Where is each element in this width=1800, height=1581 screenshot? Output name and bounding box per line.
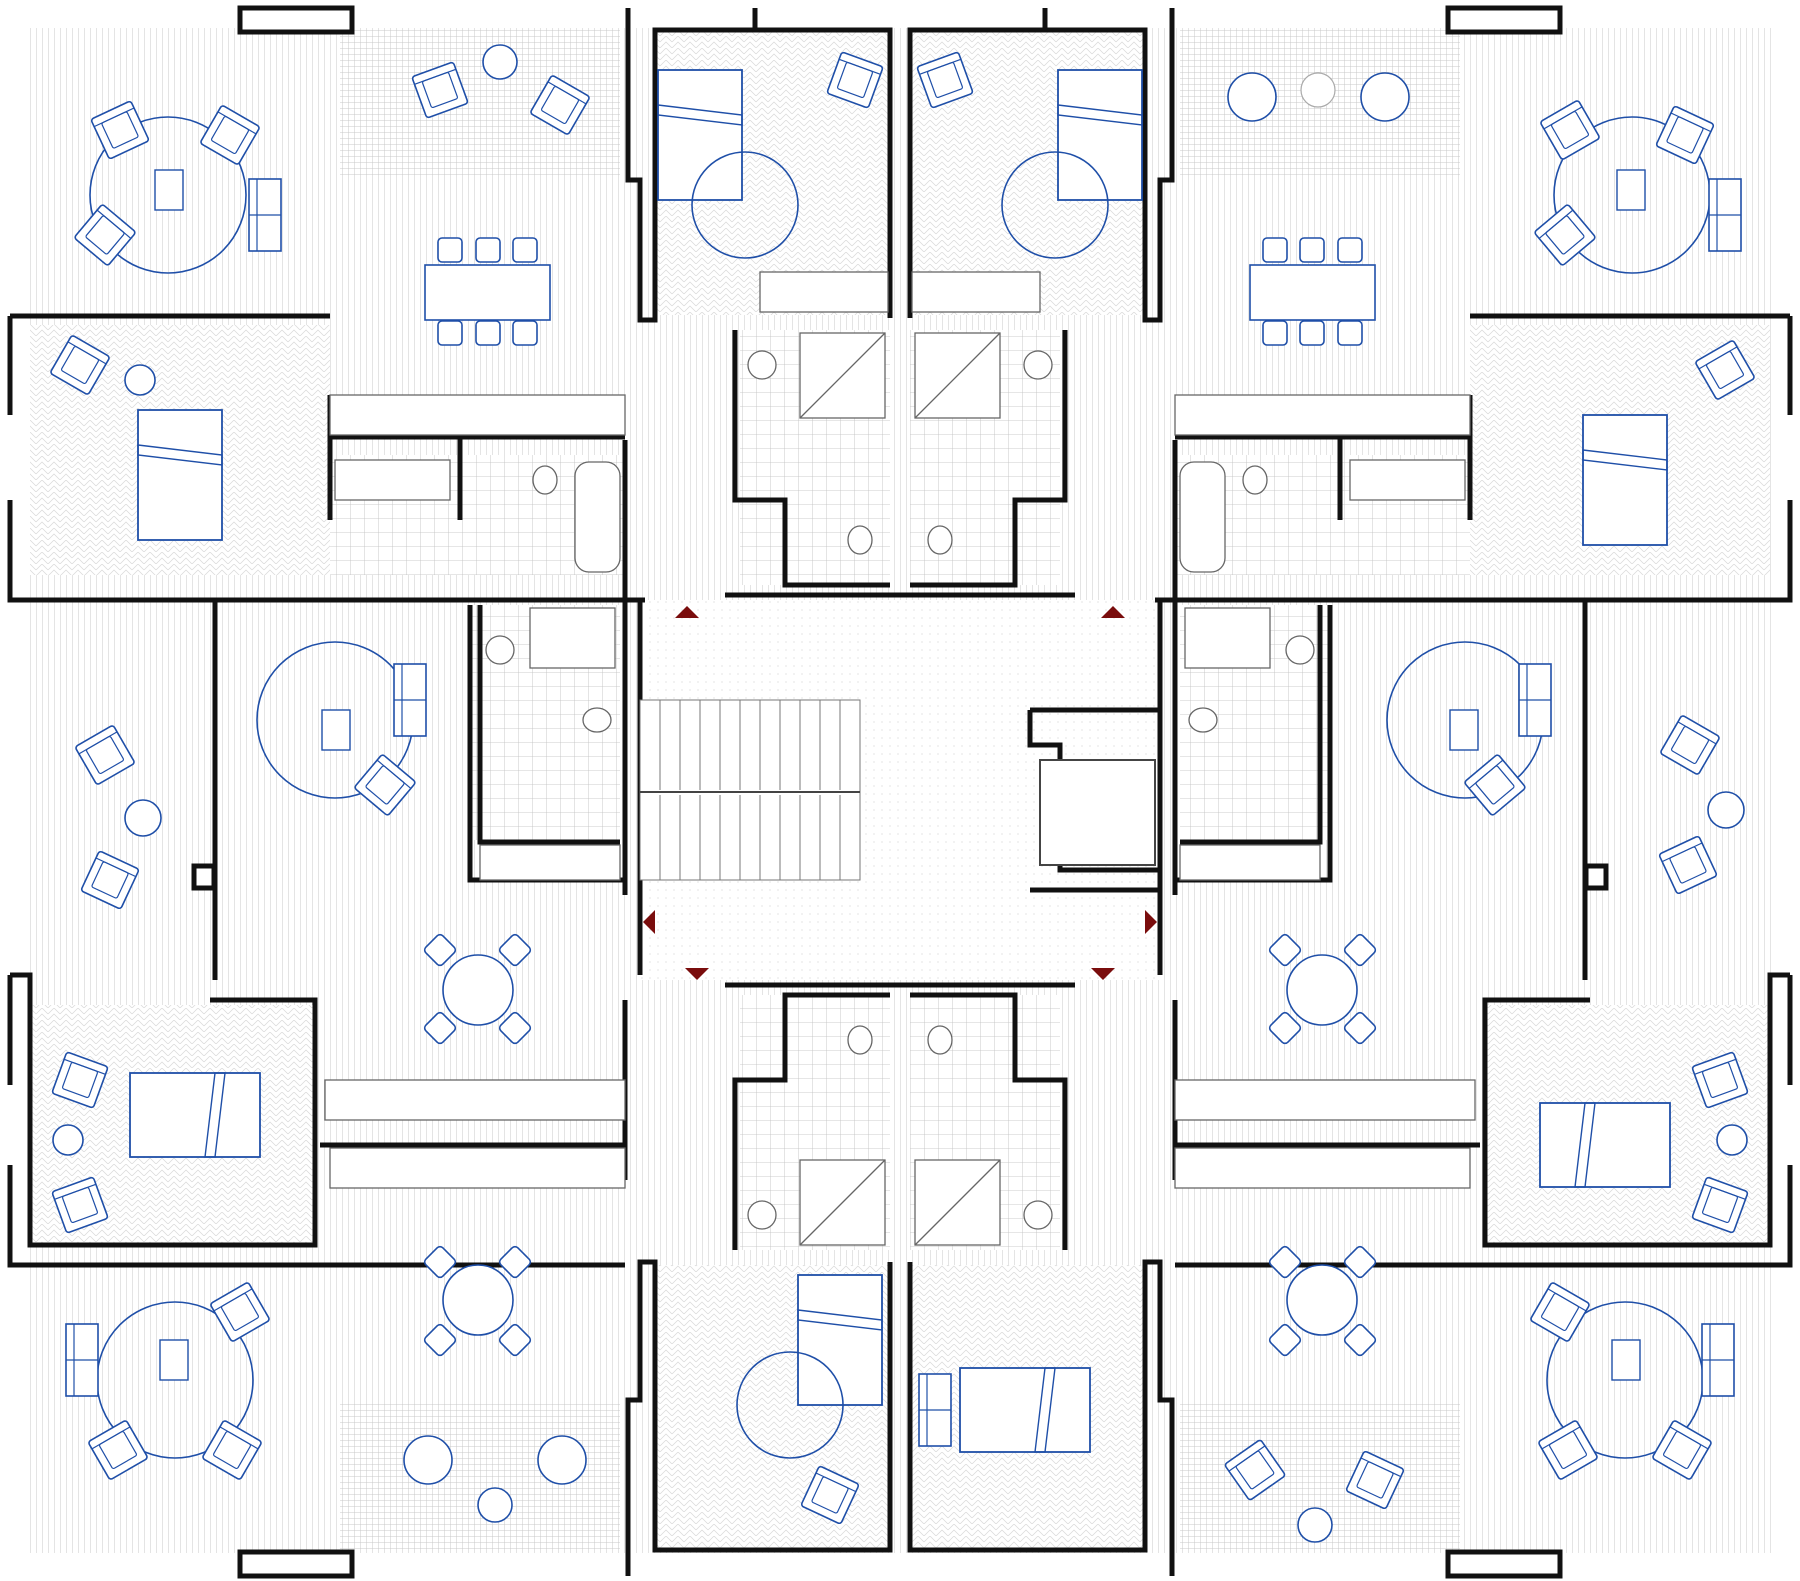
wardrobe xyxy=(759,271,889,313)
entrance-marker xyxy=(643,910,655,934)
entrance-marker xyxy=(685,968,709,980)
toilet xyxy=(847,525,873,555)
washbasin xyxy=(747,350,777,380)
staircase xyxy=(639,699,861,881)
sofa xyxy=(248,178,282,252)
entrance-marker xyxy=(1145,910,1157,934)
stair-core xyxy=(639,699,1156,881)
fixtures xyxy=(324,271,1476,1246)
elevator xyxy=(1039,759,1156,866)
furniture xyxy=(49,44,1756,1543)
kitchen-counter xyxy=(329,394,626,436)
bathtub xyxy=(574,461,621,573)
entrance-markers xyxy=(643,606,1157,980)
round-table xyxy=(89,116,247,274)
entrance-marker xyxy=(1091,968,1115,980)
dining-table xyxy=(424,264,551,321)
entrance-marker xyxy=(675,606,699,618)
double-bed xyxy=(657,69,743,201)
entrance-marker xyxy=(1101,606,1125,618)
